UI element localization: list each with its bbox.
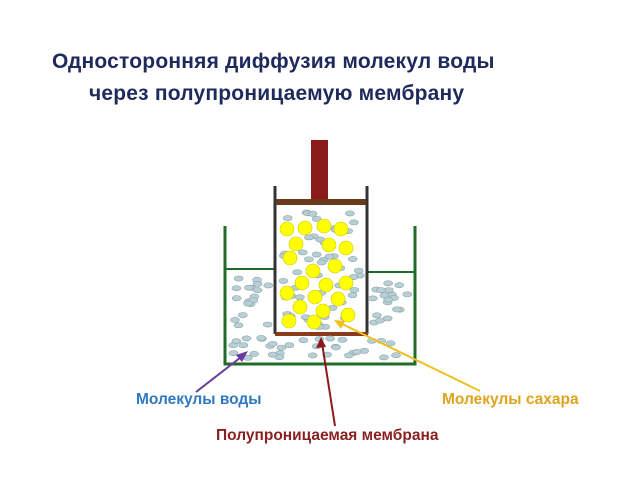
water-molecule [230, 317, 240, 323]
sugar-molecule [316, 218, 332, 234]
water-molecule [249, 350, 259, 357]
sugar-arrowhead [334, 320, 345, 329]
water-molecule [347, 292, 358, 299]
water-molecule [252, 280, 263, 287]
membrane-arrow [321, 342, 336, 427]
water-molecule [307, 352, 318, 359]
sugar-molecule [282, 250, 298, 266]
semipermeable-membrane [275, 332, 368, 336]
water-arrow [195, 353, 246, 393]
water-molecule [262, 321, 273, 328]
water-molecule [292, 269, 303, 276]
water-molecule [391, 352, 401, 359]
water-molecule [238, 312, 248, 318]
water-molecule [353, 267, 364, 274]
water-molecule [352, 349, 362, 355]
water-molecule [344, 352, 354, 359]
piston-rod [311, 140, 328, 200]
water-molecule [298, 337, 309, 344]
label-sugar-molecules: Молекулы сахара [442, 391, 579, 408]
sugar-molecule [305, 263, 321, 279]
water-molecule [267, 341, 278, 347]
sugar-molecule [338, 240, 354, 256]
water-molecule [297, 249, 308, 256]
water-molecule [252, 287, 263, 293]
water-molecule [231, 338, 242, 344]
water-molecule [402, 291, 413, 298]
sugar-molecule [315, 303, 331, 319]
water-molecule [228, 350, 239, 357]
sugar-molecule [307, 289, 323, 305]
water-molecule [324, 253, 335, 260]
water-molecule [316, 259, 327, 266]
sugar-molecule [330, 291, 346, 307]
water-molecule [337, 336, 348, 343]
water-molecule [331, 344, 341, 351]
water-molecule [311, 251, 322, 258]
water-molecule [394, 282, 405, 289]
water-molecule [231, 295, 242, 302]
water-molecule [267, 351, 278, 358]
sugar-molecule [321, 237, 337, 253]
water-molecule [263, 282, 274, 289]
water-molecule [372, 312, 382, 319]
water-molecule [241, 335, 252, 342]
water-molecule [368, 295, 378, 302]
sugar-molecule [306, 314, 322, 330]
water-molecule [345, 210, 355, 217]
sugar-molecule [279, 221, 295, 237]
water-molecule [278, 277, 289, 284]
water-molecule [347, 256, 358, 262]
sugar-arrow [337, 321, 481, 392]
label-membrane: Полупроницаемая мембрана [216, 427, 439, 444]
water-molecule [385, 340, 396, 347]
outer-vessel [223, 226, 417, 366]
water-molecule [304, 234, 314, 241]
water-molecule [383, 280, 393, 287]
label-water-molecules: Молекулы воды [136, 391, 262, 408]
water-molecule [382, 315, 393, 322]
water-molecule [243, 300, 253, 307]
water-arrowhead [236, 351, 248, 362]
sugar-molecule [340, 307, 356, 323]
water-molecule [276, 344, 287, 351]
water-molecule [233, 275, 244, 282]
diagram-title-line-2: через полупроницаемую мембрану [89, 82, 465, 105]
piston-plate [276, 199, 366, 205]
water-molecule [307, 210, 318, 217]
water-molecule [376, 287, 386, 294]
sugar-molecule [297, 220, 313, 236]
water-molecule [311, 216, 322, 222]
water-molecule [349, 219, 359, 226]
water-molecule [392, 306, 402, 313]
sugar-molecule [327, 258, 343, 274]
water-molecule [383, 296, 393, 303]
water-molecule [295, 294, 305, 301]
sugar-molecule [338, 275, 354, 291]
water-molecule [349, 287, 360, 293]
sugar-molecule [279, 285, 295, 301]
water-molecule [244, 284, 254, 291]
diagram-title-line-1: Односторонняя диффузия молекул воды [52, 50, 495, 73]
sugar-molecules [279, 218, 356, 330]
water-molecule [379, 354, 389, 361]
sugar-molecule [333, 221, 349, 237]
sugar-molecule [292, 299, 308, 315]
water-molecule [304, 256, 314, 263]
membrane-arrowhead [316, 337, 326, 348]
sugar-molecule [288, 236, 304, 252]
water-molecule [238, 342, 249, 349]
sugar-molecule [294, 275, 310, 291]
water-molecule [325, 335, 335, 342]
water-molecule [256, 335, 266, 341]
water-molecule [284, 342, 295, 349]
sugar-molecule [281, 313, 297, 329]
water-molecule [233, 322, 244, 329]
water-molecule [231, 285, 242, 292]
sugar-molecule [318, 277, 334, 293]
water-molecule [282, 215, 293, 221]
